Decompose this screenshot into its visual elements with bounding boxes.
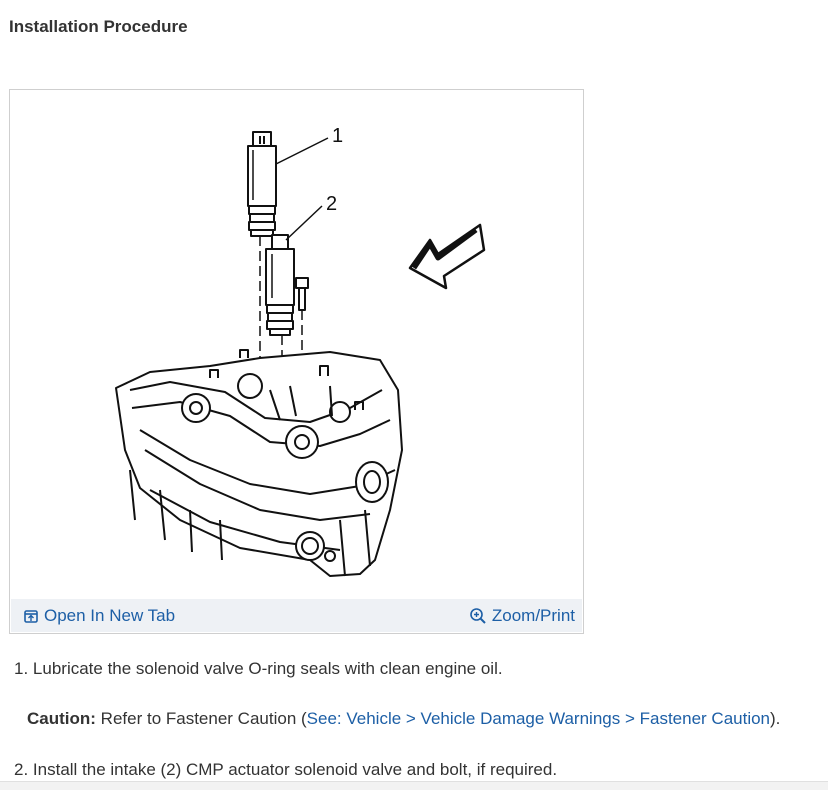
callout-1: 1 <box>332 125 343 147</box>
open-in-new-tab-button[interactable]: Open In New Tab <box>23 606 175 626</box>
caution-text: Refer to Fastener Caution ( <box>100 709 307 728</box>
step-number: 1. <box>14 659 29 678</box>
step-2: 2. Install the intake (2) CMP actuator s… <box>14 760 557 780</box>
figure-container: 1 2 Open In New Tab Zoom/Print <box>9 89 584 634</box>
zoom-print-label: Zoom/Print <box>491 606 575 625</box>
figure-toolbar: Open In New Tab Zoom/Print <box>11 599 582 632</box>
fastener-caution-link[interactable]: See: Vehicle > Vehicle Damage Warnings >… <box>306 709 771 728</box>
step-text: Lubricate the solenoid valve O-ring seal… <box>32 659 503 678</box>
open-external-icon <box>24 610 38 623</box>
bottom-scrollbar[interactable] <box>0 781 828 790</box>
open-in-new-tab-label: Open In New Tab <box>44 606 176 625</box>
step-number: 2. <box>14 760 29 779</box>
engine-illustration: 1 2 <box>115 125 486 577</box>
step-text: Install the intake (2) CMP actuator sole… <box>32 760 558 779</box>
step-1: 1. Lubricate the solenoid valve O-ring s… <box>14 659 503 679</box>
caution-suffix: ). <box>770 709 781 728</box>
caution-note: Caution: Refer to Fastener Caution (See:… <box>27 709 780 729</box>
zoom-print-button[interactable]: Zoom/Print <box>469 606 575 626</box>
page-heading: Installation Procedure <box>9 17 188 36</box>
callout-2: 2 <box>326 193 337 215</box>
zoom-in-icon <box>470 608 486 624</box>
caution-label: Caution: <box>27 709 96 728</box>
